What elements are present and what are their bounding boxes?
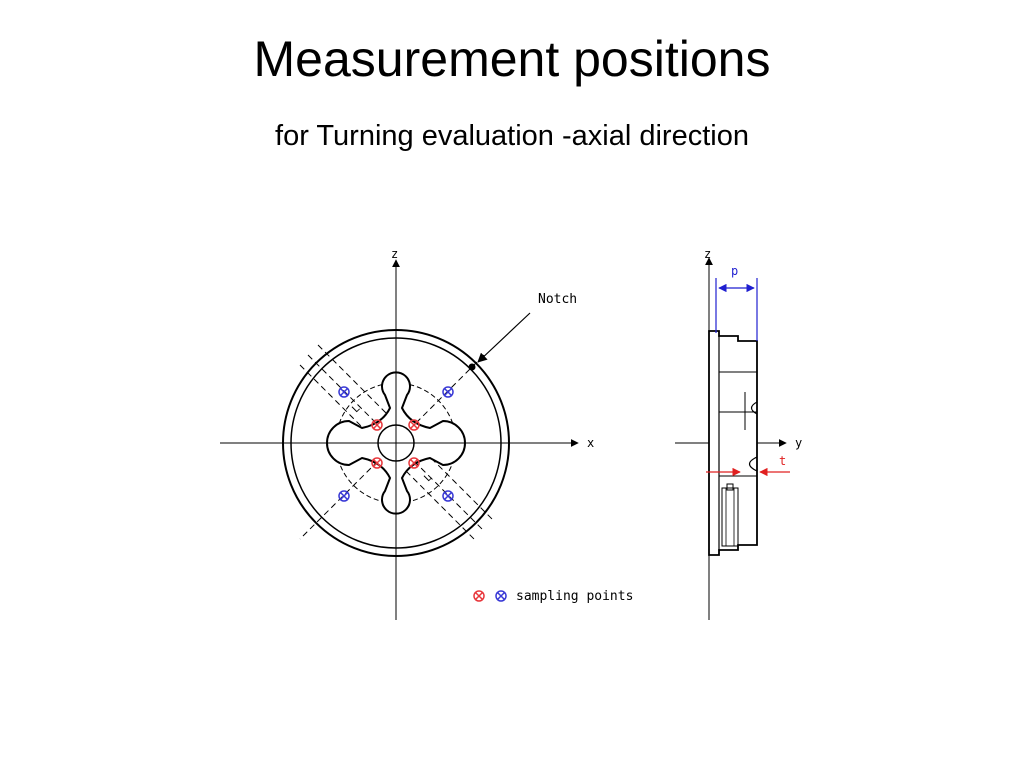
dimension-t-label: t bbox=[779, 454, 786, 468]
side-profile bbox=[708, 330, 758, 556]
slide-subtitle: for Turning evaluation -axial direction bbox=[275, 120, 749, 152]
side-z-label: z bbox=[704, 247, 711, 261]
legend: sampling points bbox=[473, 589, 633, 604]
blue-point bbox=[338, 490, 350, 502]
red-point bbox=[371, 419, 383, 431]
blue-point bbox=[442, 490, 454, 502]
dimension-label-upper: L bbox=[350, 403, 362, 415]
dimension-p bbox=[715, 278, 758, 341]
front-view bbox=[220, 259, 579, 620]
legend-blue-icon bbox=[495, 590, 507, 602]
dimension-label-lower: L bbox=[422, 472, 434, 484]
front-z-label: z bbox=[391, 247, 398, 261]
notch-label: Notch bbox=[538, 292, 577, 307]
dimension-p-label: p bbox=[731, 264, 738, 278]
red-point bbox=[371, 457, 383, 469]
notch-leader bbox=[477, 312, 531, 363]
red-sampling-points bbox=[371, 419, 420, 469]
side-y-label: y bbox=[795, 436, 802, 450]
notch-mark bbox=[468, 363, 476, 371]
blue-point bbox=[442, 386, 454, 398]
slide-title: Measurement positions bbox=[253, 31, 771, 87]
red-point bbox=[408, 419, 420, 431]
side-view bbox=[675, 257, 787, 620]
red-point bbox=[408, 457, 420, 469]
inner-ring bbox=[290, 337, 502, 549]
front-x-label: x bbox=[587, 436, 594, 450]
legend-label: sampling points bbox=[516, 589, 633, 604]
blue-sampling-points bbox=[338, 386, 454, 502]
legend-red-icon bbox=[473, 590, 485, 602]
outer-ring bbox=[282, 329, 510, 557]
blue-point bbox=[338, 386, 350, 398]
